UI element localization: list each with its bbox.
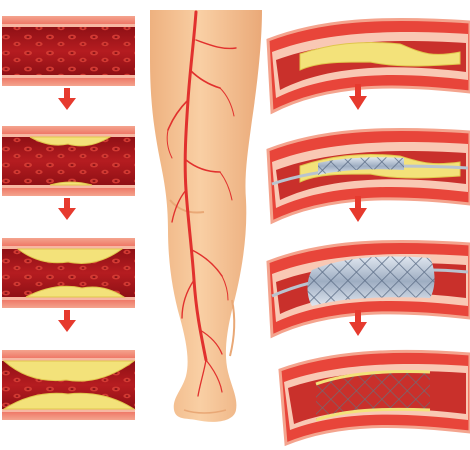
- artery-panel-early-plaque: [2, 126, 135, 196]
- artery-panel-moderate-plaque: [2, 238, 135, 308]
- down-arrow-icon: [58, 310, 76, 332]
- artery-panel-severe-plaque: [2, 350, 136, 420]
- down-arrow-icon: [58, 198, 76, 220]
- artery-panel-narrowed: [266, 17, 470, 115]
- down-arrow-icon: [349, 84, 367, 110]
- leg-icon: [150, 10, 262, 422]
- left-progression-column: [2, 16, 136, 420]
- artery-panel-catheter-stent: [266, 127, 470, 225]
- artery-panel-stent-implanted: [278, 349, 470, 447]
- implanted-stent: [315, 370, 431, 422]
- right-stent-column: [266, 17, 470, 447]
- artery-panel-healthy: [2, 16, 135, 86]
- expanding-stent: [307, 256, 435, 306]
- down-arrow-icon: [349, 310, 367, 336]
- down-arrow-icon: [58, 88, 76, 110]
- down-arrow-icon: [349, 196, 367, 222]
- leg-arteries: [166, 10, 237, 397]
- artery-panel-stent-expansion: [266, 239, 470, 339]
- collapsed-stent: [318, 157, 404, 175]
